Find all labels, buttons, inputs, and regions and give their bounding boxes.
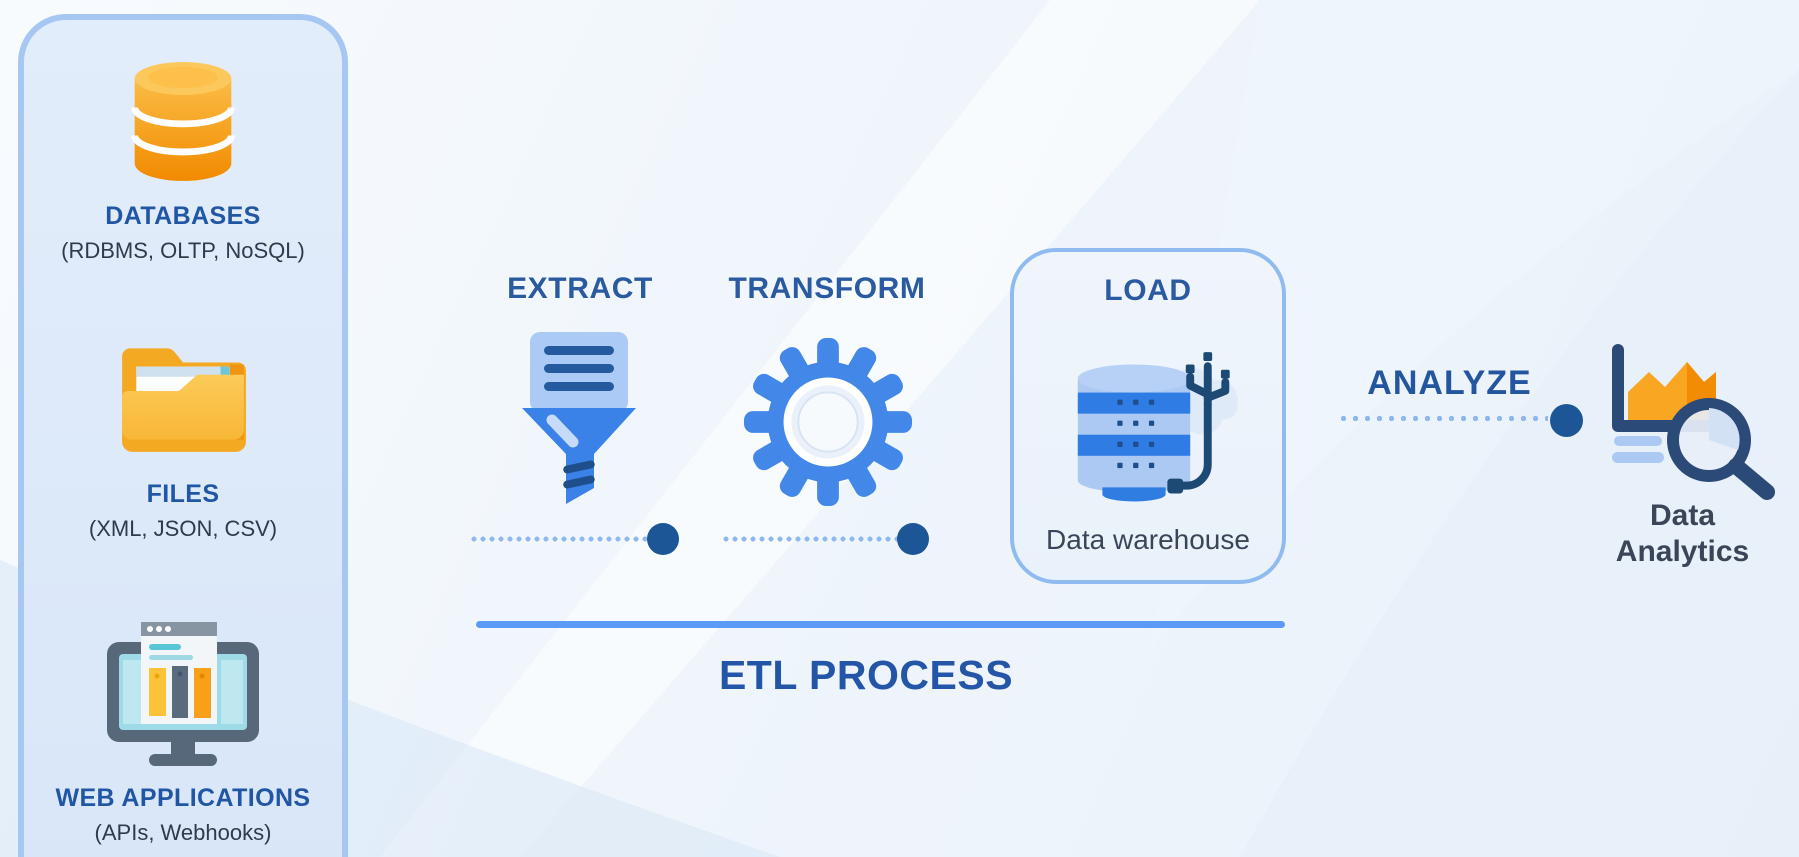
- transform-step-label: TRANSFORM: [728, 272, 926, 305]
- data-sources-panel: DATABASES (RDBMS, OLTP, NoSQL) FILES (XM…: [18, 14, 348, 857]
- transform-load-connector: [723, 536, 898, 542]
- source-sublabel: (RDBMS, OLTP, NoSQL): [61, 238, 305, 263]
- source-label: WEB APPLICATIONS: [55, 784, 311, 812]
- source-sublabel: (XML, JSON, CSV): [88, 516, 278, 541]
- connector-end-dot: [897, 523, 929, 555]
- data-analytics-icon: [1612, 344, 1775, 500]
- connector-end-dot: [647, 523, 679, 555]
- data-analytics-label: Data Analytics: [1615, 499, 1750, 568]
- analyze-end-dot: [1550, 404, 1583, 437]
- web-app-icon: [107, 622, 259, 766]
- analyze-connector: [1340, 415, 1548, 422]
- funnel-icon: [522, 332, 636, 504]
- etl-process-line: [476, 621, 1285, 628]
- source-item-databases: DATABASES (RDBMS, OLTP, NoSQL): [24, 56, 342, 264]
- extract-step: [516, 332, 642, 513]
- folder-icon: [122, 348, 246, 452]
- source-label: FILES: [146, 480, 220, 508]
- load-step-icon-wrap: [1062, 340, 1242, 523]
- extract-step-label: EXTRACT: [507, 272, 653, 305]
- source-item-web-applications: WEB APPLICATIONS (APIs, Webhooks): [24, 616, 342, 846]
- etl-process-label: ETL PROCESS: [718, 652, 1014, 698]
- database-icon: [131, 62, 235, 181]
- gear-icon: [744, 338, 912, 506]
- source-label: DATABASES: [105, 202, 261, 230]
- source-sublabel: (APIs, Webhooks): [94, 820, 272, 845]
- load-step-box: LOAD: [1010, 248, 1286, 584]
- extract-transform-connector: [471, 536, 648, 542]
- load-caption: Data warehouse: [1046, 524, 1250, 555]
- transform-step: [744, 338, 912, 511]
- source-item-files: FILES (XML, JSON, CSV): [24, 336, 342, 542]
- analyze-label: ANALYZE: [1367, 364, 1532, 402]
- analyze-result: [1602, 340, 1782, 507]
- load-step-label: LOAD: [1104, 274, 1192, 307]
- data-warehouse-icon: [1077, 352, 1238, 502]
